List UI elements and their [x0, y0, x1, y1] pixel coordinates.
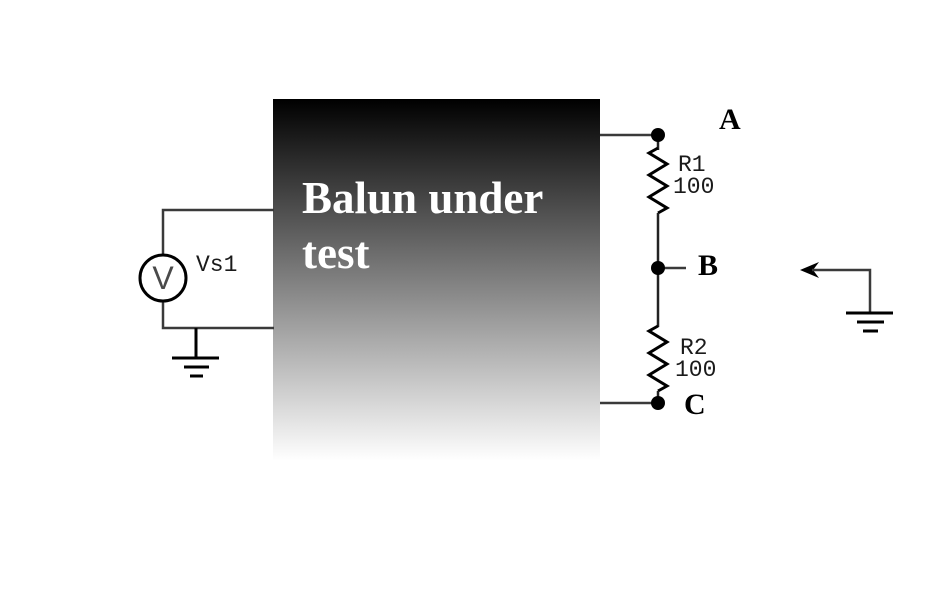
resistor-r1-zigzag — [646, 146, 670, 215]
voltage-source-circle — [138, 253, 188, 303]
voltage-source-symbol: V — [152, 259, 174, 296]
node-b-dot — [651, 261, 665, 275]
resistor-r1-value: 100 — [673, 174, 715, 200]
balun-box-label-line1: Balun under — [302, 173, 544, 223]
node-c-label: C — [684, 388, 706, 421]
wire-source-top — [161, 208, 274, 256]
resistor-r2-zigzag — [646, 324, 670, 393]
node-b-label: B — [698, 249, 719, 282]
node-a-dot — [651, 128, 665, 142]
reference-arrow-icon — [800, 262, 819, 278]
wire-reference-ground — [812, 268, 872, 312]
node-a-label: A — [719, 103, 741, 136]
balun-box-label-line2: test — [302, 228, 370, 278]
balun-box-label: Balun under test — [273, 99, 600, 281]
resistor-r2-value: 100 — [675, 357, 717, 383]
voltage-source-label: Vs1 — [196, 252, 238, 278]
node-c-dot — [651, 396, 665, 410]
resistor-r2-ref: R2 — [680, 335, 708, 361]
balun-under-test-box: Balun under test — [273, 99, 600, 461]
wire-source-bottom — [161, 300, 274, 330]
resistor-r1-ref: R1 — [678, 152, 706, 178]
